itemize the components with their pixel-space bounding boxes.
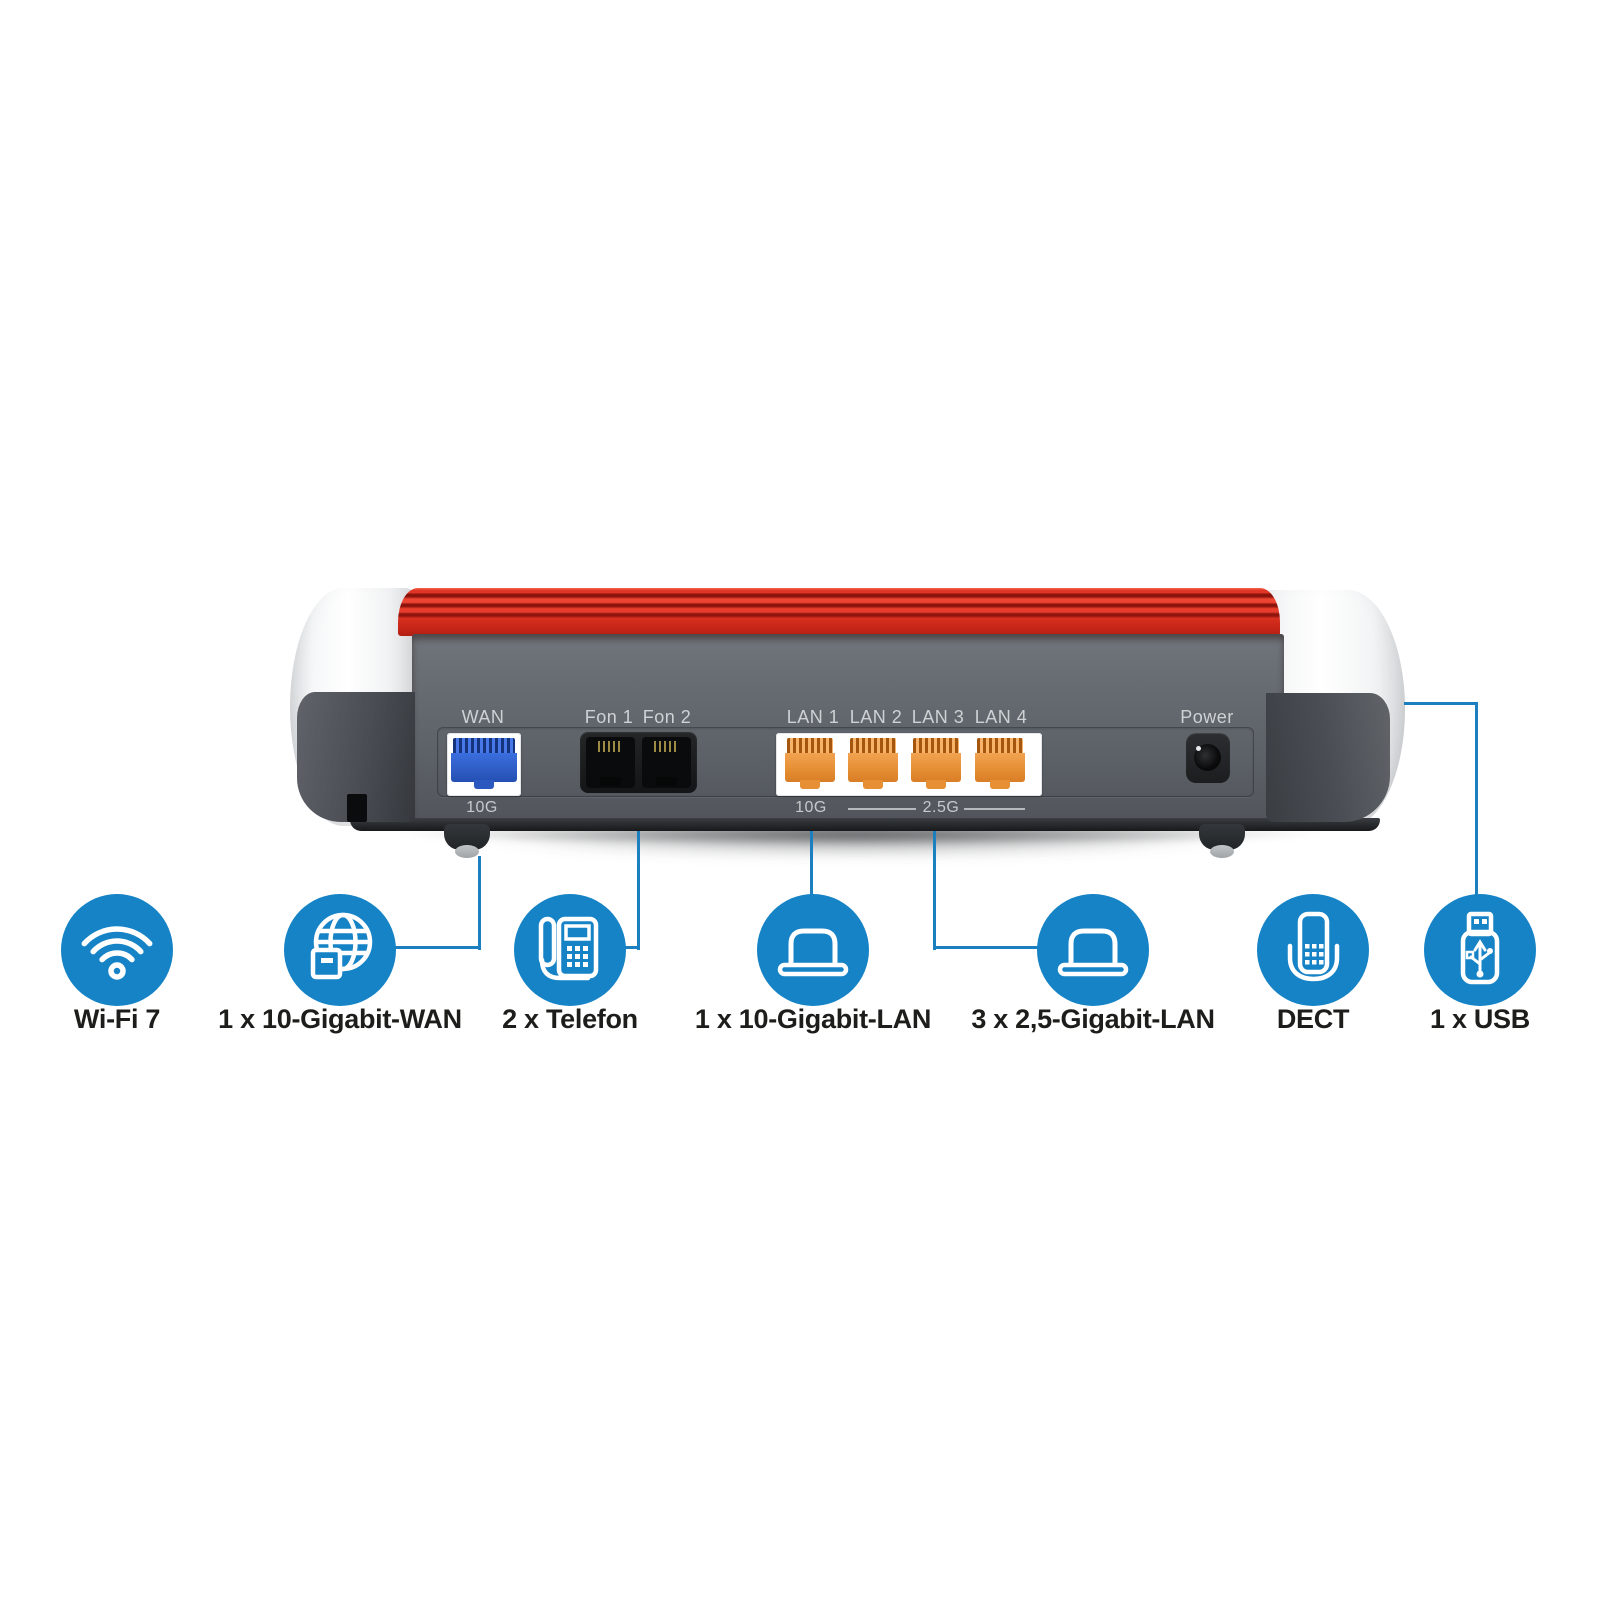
lan4-port bbox=[971, 733, 1029, 796]
speed-dash bbox=[964, 808, 1025, 810]
usb-stick-icon bbox=[1424, 894, 1536, 1006]
lan2-connector bbox=[848, 753, 898, 782]
lan4-tab bbox=[990, 780, 1010, 789]
lan2-tab bbox=[863, 780, 883, 789]
lan1-tab bbox=[800, 780, 820, 789]
fon1-pins bbox=[598, 741, 623, 752]
lan1-port bbox=[781, 733, 839, 796]
feature-label-dect: DECT bbox=[1276, 1004, 1350, 1034]
lan-25g-label: 2.5G bbox=[922, 799, 960, 816]
laptop-icon bbox=[1037, 894, 1149, 1006]
feature-label-lan25g: 3 x 2,5-Gigabit-LAN bbox=[971, 1004, 1215, 1034]
wan-connector-tab bbox=[474, 780, 494, 789]
fon2-port bbox=[642, 737, 691, 788]
lan2-port bbox=[844, 733, 902, 796]
wan-speed-label: 10G bbox=[466, 799, 498, 816]
callout-line-fon bbox=[637, 824, 640, 950]
lan1-connector bbox=[785, 753, 835, 782]
router-foot-tip-left bbox=[455, 845, 479, 858]
callout-line-lan25g bbox=[933, 946, 1040, 949]
port-label-fon2: Fon 2 bbox=[642, 707, 692, 727]
lan2-pins bbox=[850, 738, 896, 753]
port-label-lan2: LAN 2 bbox=[849, 707, 903, 727]
port-label-power: Power bbox=[1180, 707, 1234, 727]
port-label-lan4: LAN 4 bbox=[974, 707, 1028, 727]
fon2-notch bbox=[656, 777, 677, 786]
callout-line-wan bbox=[394, 946, 481, 949]
lan3-port bbox=[907, 733, 965, 796]
lan4-pins bbox=[977, 738, 1023, 753]
port-recess-strip bbox=[437, 727, 1254, 797]
vent-grid bbox=[428, 643, 1256, 709]
lan3-pins bbox=[913, 738, 959, 753]
lan-10g-label: 10G bbox=[795, 799, 827, 816]
wan-connector-pins bbox=[453, 738, 515, 753]
feature-label-wifi: Wi-Fi 7 bbox=[73, 1004, 161, 1034]
wifi-icon bbox=[61, 894, 173, 1006]
wan-globe-icon bbox=[284, 894, 396, 1006]
port-label-lan3: LAN 3 bbox=[911, 707, 965, 727]
callout-line-lan25g bbox=[933, 824, 936, 950]
port-label-fon1: Fon 1 bbox=[584, 707, 634, 727]
callout-line-wan bbox=[478, 856, 481, 950]
feature-label-usb: 1 x USB bbox=[1430, 1004, 1530, 1034]
lan4-connector bbox=[975, 753, 1025, 782]
telephone-icon bbox=[514, 894, 626, 1006]
laptop-icon bbox=[757, 894, 869, 1006]
feature-label-fon: 2 x Telefon bbox=[502, 1004, 638, 1034]
dect-handset-icon bbox=[1257, 894, 1369, 1006]
power-port bbox=[1186, 733, 1230, 783]
speed-dash bbox=[848, 808, 916, 810]
router-side-notch bbox=[347, 794, 367, 822]
feature-label-lan10g: 1 x 10-Gigabit-LAN bbox=[694, 1004, 932, 1034]
fon-port-block bbox=[580, 732, 697, 793]
fon2-pins bbox=[654, 741, 679, 752]
fon1-port bbox=[586, 737, 635, 788]
router-side-panel-right bbox=[1266, 693, 1390, 822]
lan1-pins bbox=[787, 738, 833, 753]
callout-line-lan10g bbox=[810, 824, 813, 896]
port-label-lan1: LAN 1 bbox=[786, 707, 840, 727]
port-label-wan: WAN bbox=[461, 707, 505, 727]
lan3-connector bbox=[911, 753, 961, 782]
wan-port bbox=[447, 733, 521, 796]
router-red-top bbox=[398, 588, 1280, 636]
power-jack-glint bbox=[1196, 746, 1201, 751]
lan3-tab bbox=[926, 780, 946, 789]
router-bottom-edge bbox=[350, 818, 1380, 831]
lan-port-block bbox=[776, 733, 1042, 796]
feature-label-wan: 1 x 10-Gigabit-WAN bbox=[218, 1004, 462, 1034]
callout-line-fon bbox=[623, 946, 640, 949]
callout-line-usb bbox=[1404, 702, 1478, 705]
callout-line-usb bbox=[1475, 702, 1478, 896]
wan-connector bbox=[451, 753, 517, 782]
router-foot-tip-right bbox=[1210, 845, 1234, 858]
fon1-notch bbox=[600, 777, 621, 786]
